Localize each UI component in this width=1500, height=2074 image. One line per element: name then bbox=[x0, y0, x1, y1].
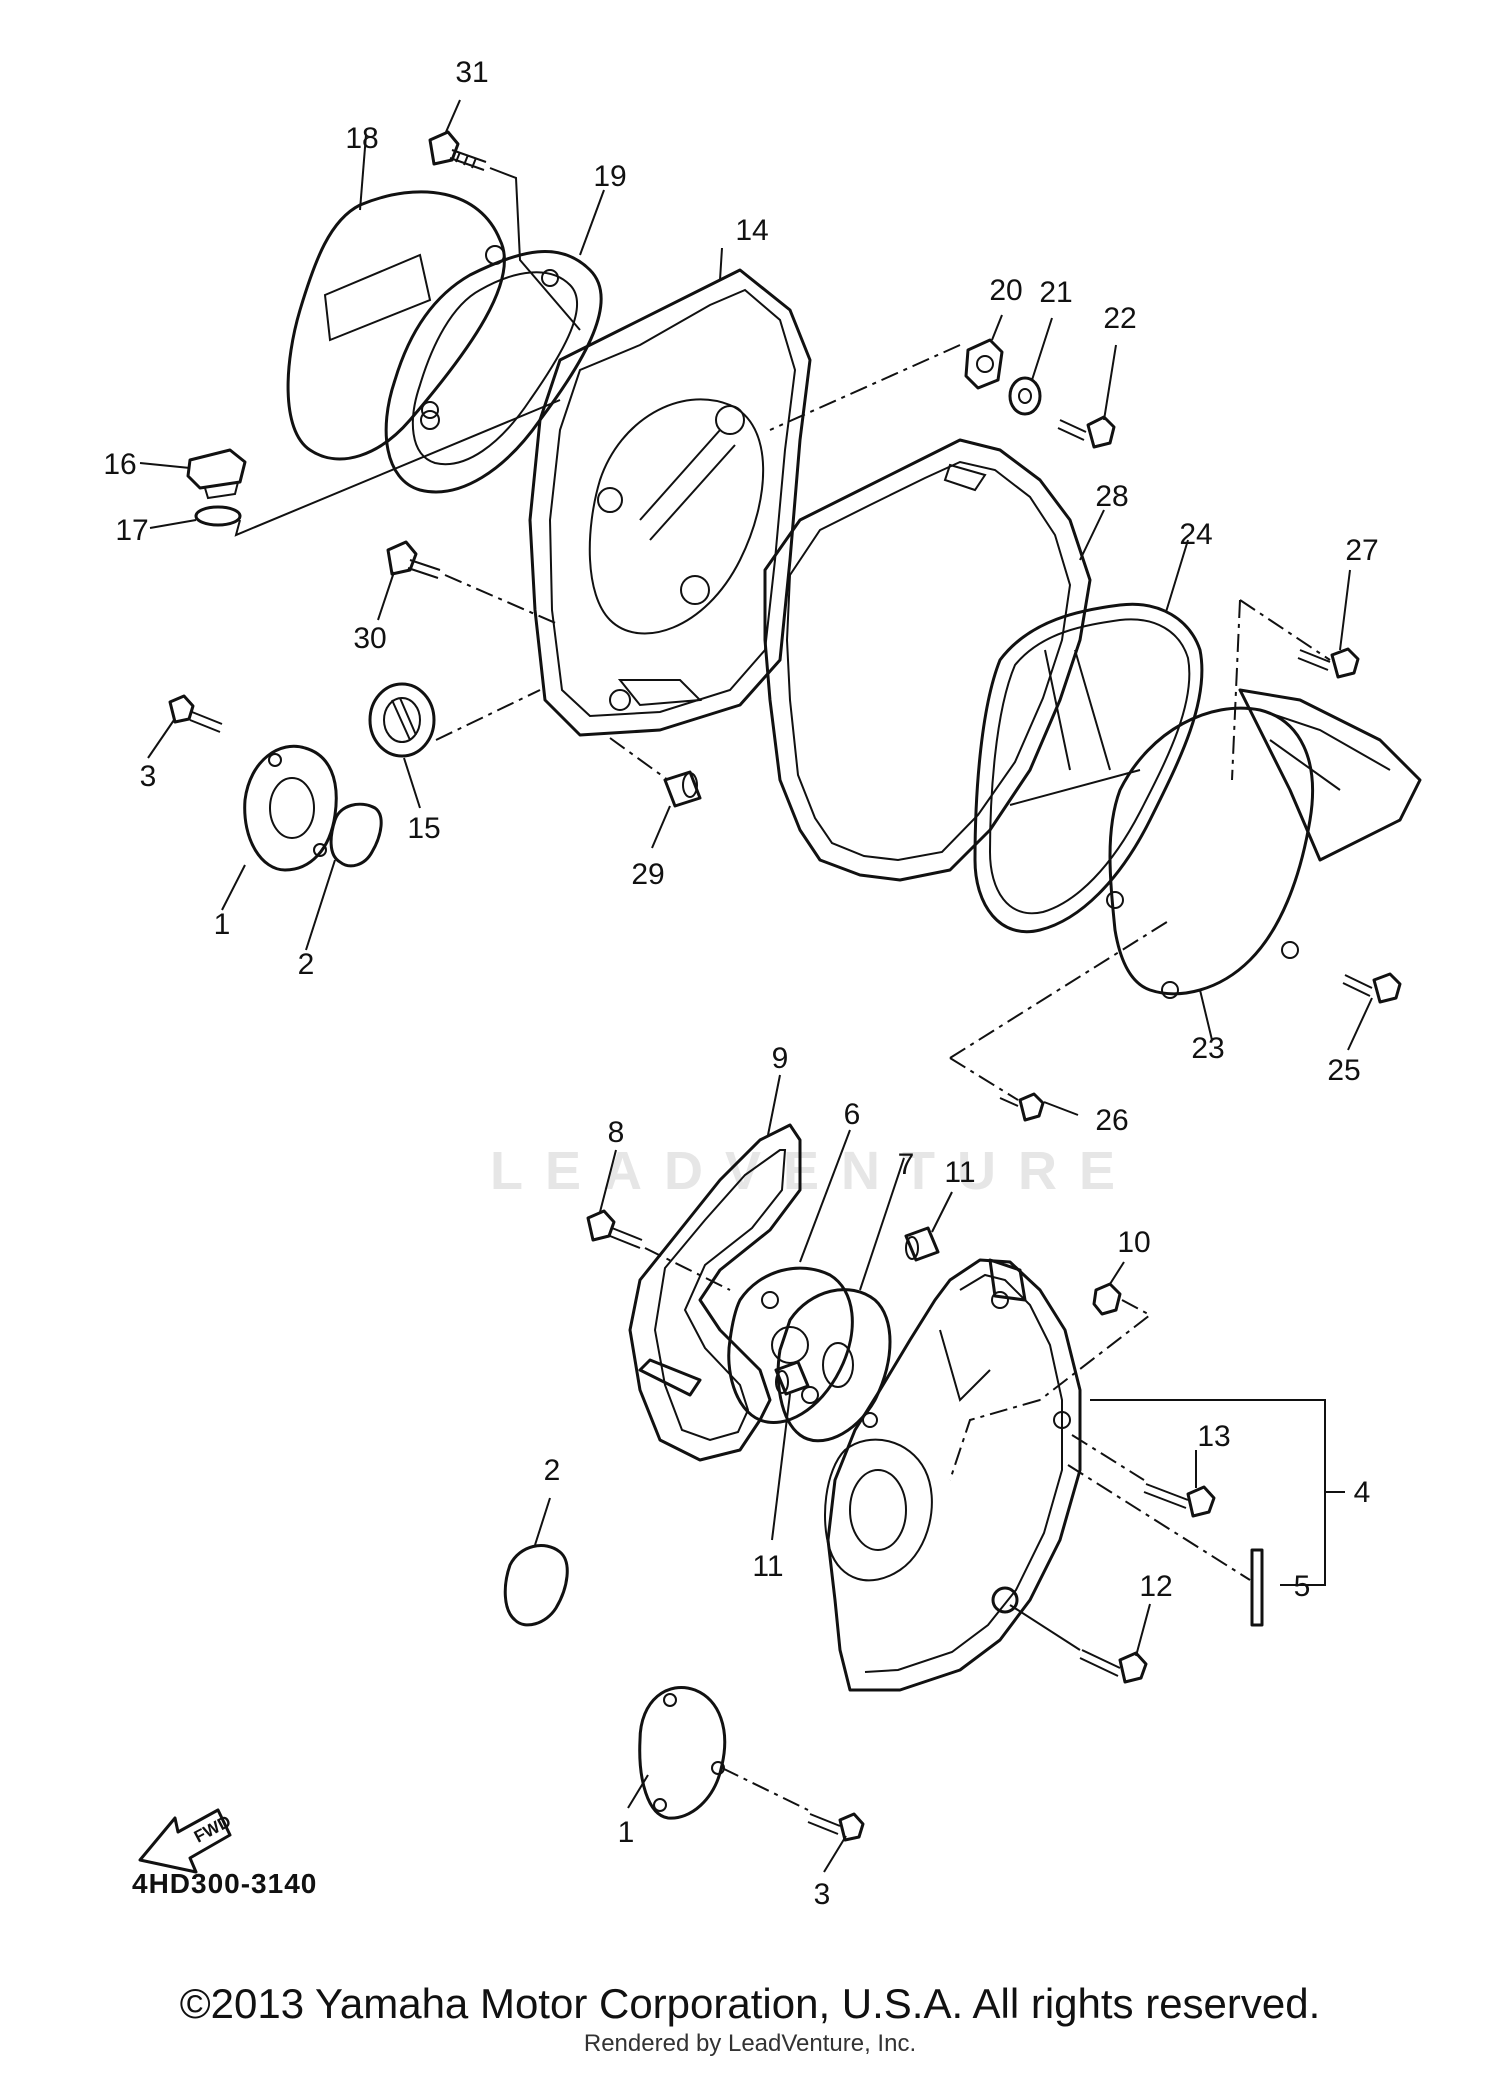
callout-30: 30 bbox=[353, 622, 386, 655]
cover-1-upper[interactable] bbox=[243, 744, 338, 872]
callout-15: 15 bbox=[407, 812, 440, 845]
callout-22: 22 bbox=[1103, 302, 1136, 335]
screw-3-upper[interactable] bbox=[168, 694, 223, 733]
callout-5: 5 bbox=[1294, 1570, 1311, 1603]
plate-6[interactable] bbox=[727, 1266, 854, 1425]
callout-23: 23 bbox=[1191, 1032, 1224, 1065]
callout-8: 8 bbox=[608, 1116, 625, 1149]
callout-26: 26 bbox=[1095, 1104, 1128, 1137]
fwd-label: FWD bbox=[191, 1812, 234, 1847]
callout-31: 31 bbox=[455, 56, 488, 89]
diagram-ref-code: 4HD300-3140 bbox=[132, 1868, 318, 1899]
rendered-by-notice: Rendered by LeadVenture, Inc. bbox=[583, 2030, 917, 2057]
callout-25: 25 bbox=[1327, 1054, 1360, 1087]
callout-27: 27 bbox=[1345, 534, 1378, 567]
bolt-12[interactable] bbox=[1079, 1649, 1148, 1684]
callout-2-lower: 2 bbox=[544, 1454, 561, 1487]
callout-14: 14 bbox=[735, 214, 768, 247]
label-5[interactable] bbox=[1250, 1548, 1264, 1627]
cover-1-lower[interactable] bbox=[638, 1685, 727, 1820]
callout-6: 6 bbox=[844, 1098, 861, 1131]
bolt-30[interactable] bbox=[386, 540, 441, 579]
callout-21: 21 bbox=[1039, 276, 1072, 309]
callout-24: 24 bbox=[1179, 518, 1212, 551]
dowel-20[interactable] bbox=[964, 338, 1004, 390]
callout-7: 7 bbox=[898, 1148, 915, 1181]
screw-3-lower[interactable] bbox=[807, 1812, 865, 1842]
gasket-2-lower[interactable] bbox=[503, 1544, 569, 1627]
callout-9: 9 bbox=[772, 1042, 789, 1075]
callout-19: 19 bbox=[593, 160, 626, 193]
cover-plate-18[interactable] bbox=[286, 190, 506, 461]
bolt-8[interactable] bbox=[586, 1209, 643, 1249]
callout-2-upper: 2 bbox=[298, 948, 315, 981]
callout-1-lower: 1 bbox=[618, 1816, 635, 1849]
bolt-25[interactable] bbox=[1342, 972, 1402, 1004]
gasket-2-upper[interactable] bbox=[329, 802, 383, 868]
crankcase-cover-4[interactable] bbox=[824, 1258, 1082, 1692]
screw-22[interactable] bbox=[1057, 415, 1116, 449]
filler-cap-16[interactable] bbox=[186, 448, 247, 500]
dowel-11-lower[interactable] bbox=[774, 1360, 810, 1396]
bolt-31[interactable] bbox=[428, 130, 487, 171]
gasket-19[interactable] bbox=[384, 250, 603, 494]
bolt-13[interactable] bbox=[1143, 1483, 1216, 1518]
callout-28: 28 bbox=[1095, 480, 1128, 513]
callout-16: 16 bbox=[103, 448, 136, 481]
callout-3-upper: 3 bbox=[140, 760, 157, 793]
callout-12: 12 bbox=[1139, 1570, 1172, 1603]
bolt-27[interactable] bbox=[1297, 647, 1360, 679]
callout-18: 18 bbox=[345, 122, 378, 155]
oil-seal-15[interactable] bbox=[368, 682, 436, 758]
gasket-24[interactable] bbox=[973, 602, 1204, 934]
gasket-28[interactable] bbox=[763, 438, 1092, 882]
callout-1-upper: 1 bbox=[214, 908, 231, 941]
callout-29: 29 bbox=[631, 858, 664, 891]
clutch-cover-14[interactable] bbox=[528, 268, 812, 737]
generator-cover-23[interactable] bbox=[1106, 688, 1422, 999]
screw-26[interactable] bbox=[999, 1092, 1045, 1122]
callout-13: 13 bbox=[1197, 1420, 1230, 1453]
callout-3-lower: 3 bbox=[814, 1878, 831, 1911]
callout-20: 20 bbox=[989, 274, 1022, 307]
callout-4: 4 bbox=[1354, 1476, 1371, 1509]
callout-11-lower: 11 bbox=[752, 1550, 783, 1583]
o-ring-17[interactable] bbox=[194, 505, 242, 527]
callout-10: 10 bbox=[1117, 1226, 1150, 1259]
dowel-29[interactable] bbox=[663, 770, 702, 808]
gasket-9[interactable] bbox=[628, 1123, 802, 1462]
dowel-11-upper[interactable] bbox=[904, 1226, 940, 1262]
copyright-notice: ©2013 Yamaha Motor Corporation, U.S.A. A… bbox=[179, 1980, 1321, 2027]
watermark-text: LEADVENTURE bbox=[490, 1141, 1138, 1201]
nut-10[interactable] bbox=[1092, 1282, 1122, 1316]
callout-17: 17 bbox=[115, 514, 148, 547]
callout-11-upper: 11 bbox=[944, 1156, 975, 1189]
fwd-arrow-icon: FWD bbox=[138, 1808, 234, 1874]
washer-21[interactable] bbox=[1008, 376, 1042, 416]
